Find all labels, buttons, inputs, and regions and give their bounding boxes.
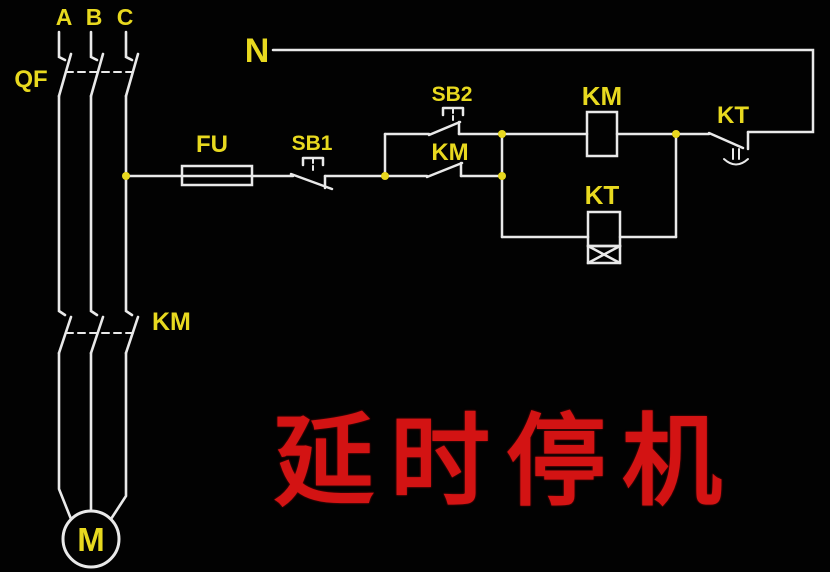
motor-symbol bbox=[61, 509, 121, 569]
junction-dot-branch-left bbox=[381, 172, 389, 180]
km-self-hold-contact-label: KM bbox=[431, 139, 468, 166]
kt-delay-contact-label: KT bbox=[717, 102, 749, 129]
phase-line-b bbox=[89, 30, 105, 513]
junction-dot-phase-c bbox=[122, 172, 130, 180]
control-circuit-wires bbox=[124, 48, 815, 265]
breaker-blade-b bbox=[89, 52, 105, 98]
breaker-blade-a bbox=[57, 52, 73, 98]
kt-delay-element bbox=[586, 244, 622, 265]
fuse-symbol bbox=[180, 164, 254, 187]
stop-button-label: SB1 bbox=[292, 132, 333, 155]
kt-coil-symbol bbox=[586, 210, 622, 265]
power-circuit-wires bbox=[57, 30, 140, 569]
kt-delay-parachute bbox=[723, 158, 749, 166]
km-main-contacts-label: KM bbox=[152, 308, 191, 336]
junction-dot-branch-bottom-right bbox=[498, 172, 506, 180]
km-main-blade-c bbox=[124, 315, 140, 355]
breaker-label: QF bbox=[14, 66, 47, 93]
kt-coil-label: KT bbox=[585, 180, 620, 210]
start-button-symbol bbox=[427, 106, 465, 137]
kt-delay-contact-symbol bbox=[707, 130, 750, 166]
phase-line-c bbox=[109, 30, 140, 521]
caption-text: 延时停机 bbox=[274, 403, 738, 520]
neutral-rail-wire bbox=[271, 48, 815, 134]
sb2-blade bbox=[427, 120, 462, 137]
phase-c-label: C bbox=[117, 4, 134, 30]
junction-dot-branch-top-right bbox=[498, 130, 506, 138]
km-main-blade-b bbox=[89, 315, 105, 355]
labels: A B C QF N FU SB1 SB2 KM KM KT KT KM M bbox=[14, 4, 749, 558]
start-button-label: SB2 bbox=[432, 83, 473, 106]
breaker-blade-c bbox=[124, 52, 140, 98]
fuse-label: FU bbox=[196, 131, 228, 158]
kt-contact-blade bbox=[707, 131, 745, 150]
junction-dots bbox=[122, 130, 680, 180]
junction-dot-coil-output bbox=[672, 130, 680, 138]
km-coil-label: KM bbox=[582, 81, 622, 111]
phase-a-label: A bbox=[56, 4, 73, 30]
stop-button-symbol bbox=[289, 156, 334, 191]
neutral-label: N bbox=[245, 32, 270, 70]
motor-label: M bbox=[77, 521, 105, 558]
km-coil-symbol bbox=[585, 110, 619, 158]
km-main-blade-a bbox=[57, 315, 73, 355]
phase-b-label: B bbox=[86, 4, 103, 30]
km-self-hold-contact-symbol bbox=[425, 161, 464, 179]
km-aux-blade bbox=[425, 161, 464, 179]
phase-line-a bbox=[57, 30, 73, 521]
